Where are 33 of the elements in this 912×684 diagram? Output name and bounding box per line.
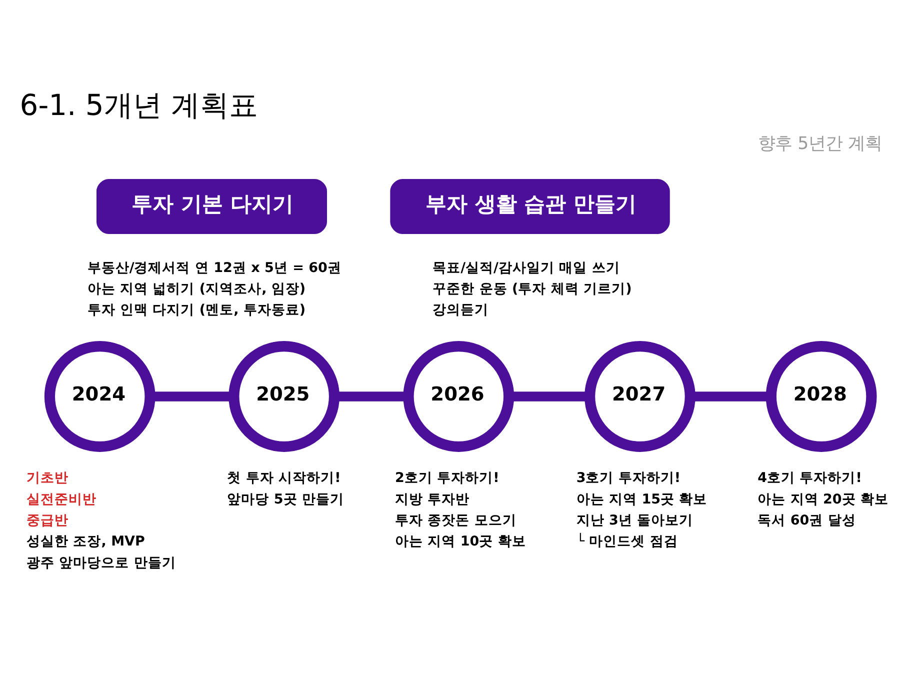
node-label: 3호기 투자하기! [576, 470, 681, 486]
node-label: 투자 종잣돈 모으기 [394, 512, 516, 528]
label: 향후 5년간 계획 [758, 134, 882, 154]
node-label: 중급반 [26, 512, 69, 528]
node-box: 투자 기본 다지기 [96, 179, 327, 234]
node-label: 지방 투자반 [394, 491, 470, 508]
node-label: 투자 인맥 다지기 (멘토, 투자동료) [87, 302, 306, 318]
node-label: 아는 지역 10곳 확보 [394, 534, 526, 550]
node-circle: 2027 [584, 341, 696, 452]
node-label: └ 마인드셋 점검 [576, 534, 678, 550]
node-label: 아는 지역 20곳 확보 [758, 491, 889, 508]
node-box: 부자 생활 습관 만들기 [390, 179, 670, 234]
node-label: 성실한 조장, MVP [26, 534, 145, 550]
node-label: 아는 지역 넓히기 (지역조사, 임장) [87, 281, 306, 298]
diagram-title: 6-1. 5개년 계획표 [20, 88, 258, 122]
node-label: 목표/실적/감사일기 매일 쓰기 [432, 260, 620, 276]
node-circle: 2028 [766, 341, 877, 452]
node-circle: 2024 [44, 341, 156, 452]
node-label: 앞마당 5곳 만들기 [227, 491, 344, 508]
node-label: 강의듣기 [432, 302, 489, 318]
node-label: 2호기 투자하기! [394, 470, 500, 486]
node-label: 첫 투자 시작하기! [227, 470, 341, 486]
node-circle: 2026 [403, 341, 514, 452]
node-label: 실전준비반 [26, 491, 97, 508]
node-label: 지난 3년 돌아보기 [576, 512, 694, 528]
node-label: 아는 지역 15곳 확보 [576, 491, 708, 508]
node-circle: 2025 [228, 341, 340, 452]
node-label: 4호기 투자하기! [758, 470, 862, 486]
node-label: 기초반 [26, 470, 69, 486]
node-label: 광주 앞마당으로 만들기 [26, 554, 176, 571]
node-label: 부동산/경제서적 연 12권 x 5년 = 60권 [87, 260, 342, 276]
node-label: 독서 60권 달성 [758, 512, 856, 528]
node-label: 꾸준한 운동 (투자 체력 기르기) [432, 281, 632, 298]
